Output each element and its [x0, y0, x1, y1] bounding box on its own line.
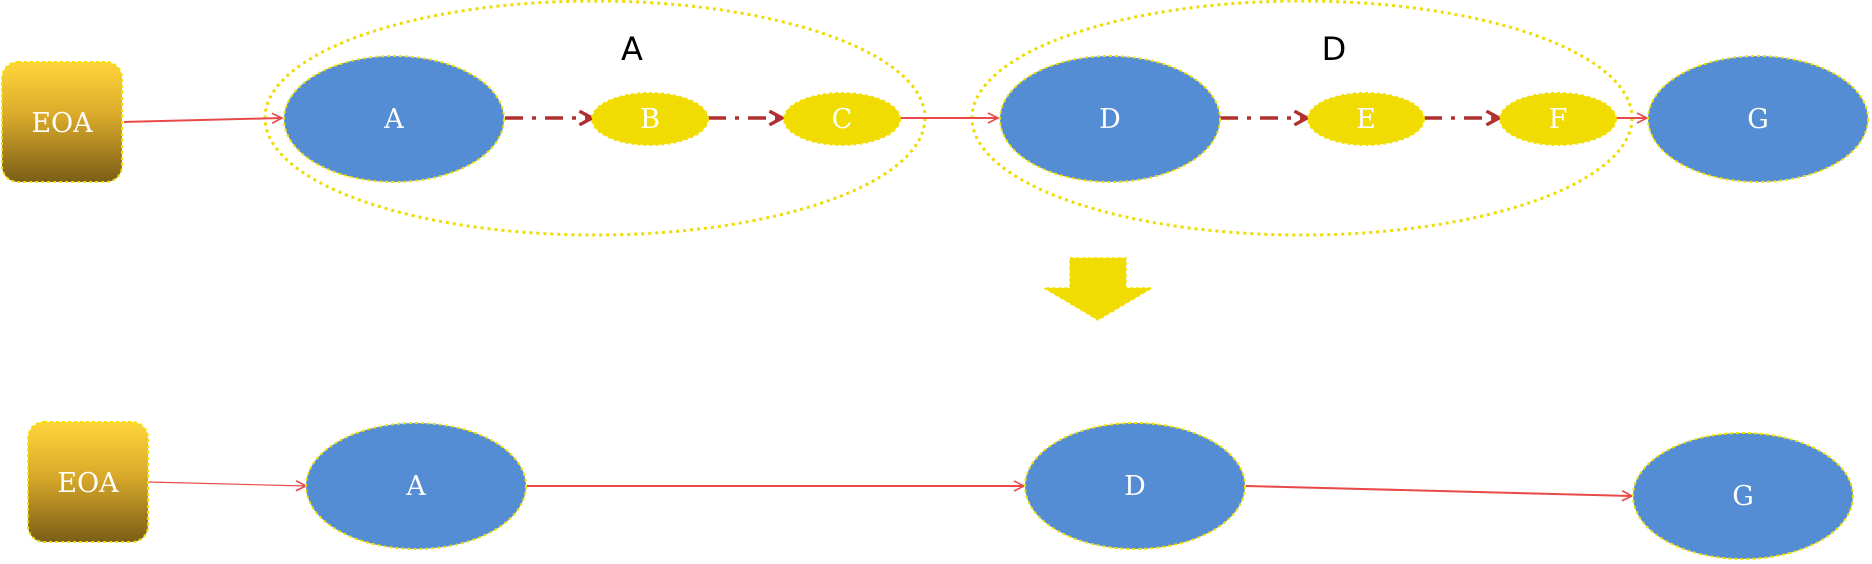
- group-d-label: D: [1322, 30, 1347, 68]
- bottom-flow: EOA A D G: [27, 421, 1854, 560]
- node-d-bottom: [1024, 422, 1246, 550]
- node-g: [1647, 55, 1869, 183]
- node-d-bottom-label: D: [1124, 471, 1146, 502]
- edge-eoa-to-a: [123, 118, 282, 122]
- node-c: [783, 92, 901, 146]
- source-node-eoa-label: EOA: [31, 108, 93, 139]
- node-g-bottom-label: G: [1732, 481, 1754, 512]
- group-a-label: A: [621, 30, 643, 68]
- node-e: [1307, 92, 1425, 146]
- node-c-label: C: [832, 104, 853, 135]
- down-arrow-icon: [1041, 257, 1155, 321]
- edge-eoa-to-a-bottom: [147, 482, 306, 486]
- node-a-label: A: [383, 104, 404, 135]
- node-b: [591, 92, 709, 146]
- source-node-eoa-bottom-label: EOA: [57, 468, 119, 499]
- node-d: [999, 55, 1221, 183]
- edge-d-to-g-bottom: [1245, 485, 1632, 496]
- node-b-label: B: [640, 104, 660, 135]
- node-f-label: F: [1549, 104, 1568, 135]
- node-d-label: D: [1099, 104, 1121, 135]
- node-e-label: E: [1356, 104, 1376, 135]
- node-g-label: G: [1747, 104, 1769, 135]
- node-f: [1499, 92, 1617, 146]
- source-node-eoa-bottom: [27, 421, 149, 543]
- node-a: [283, 55, 505, 183]
- node-a-bottom: [305, 422, 527, 550]
- source-node-eoa: [1, 61, 123, 183]
- node-g-bottom: [1632, 432, 1854, 560]
- node-a-bottom-label: A: [405, 471, 426, 502]
- top-flow: A D EOA A B C D E F G: [1, 0, 1869, 237]
